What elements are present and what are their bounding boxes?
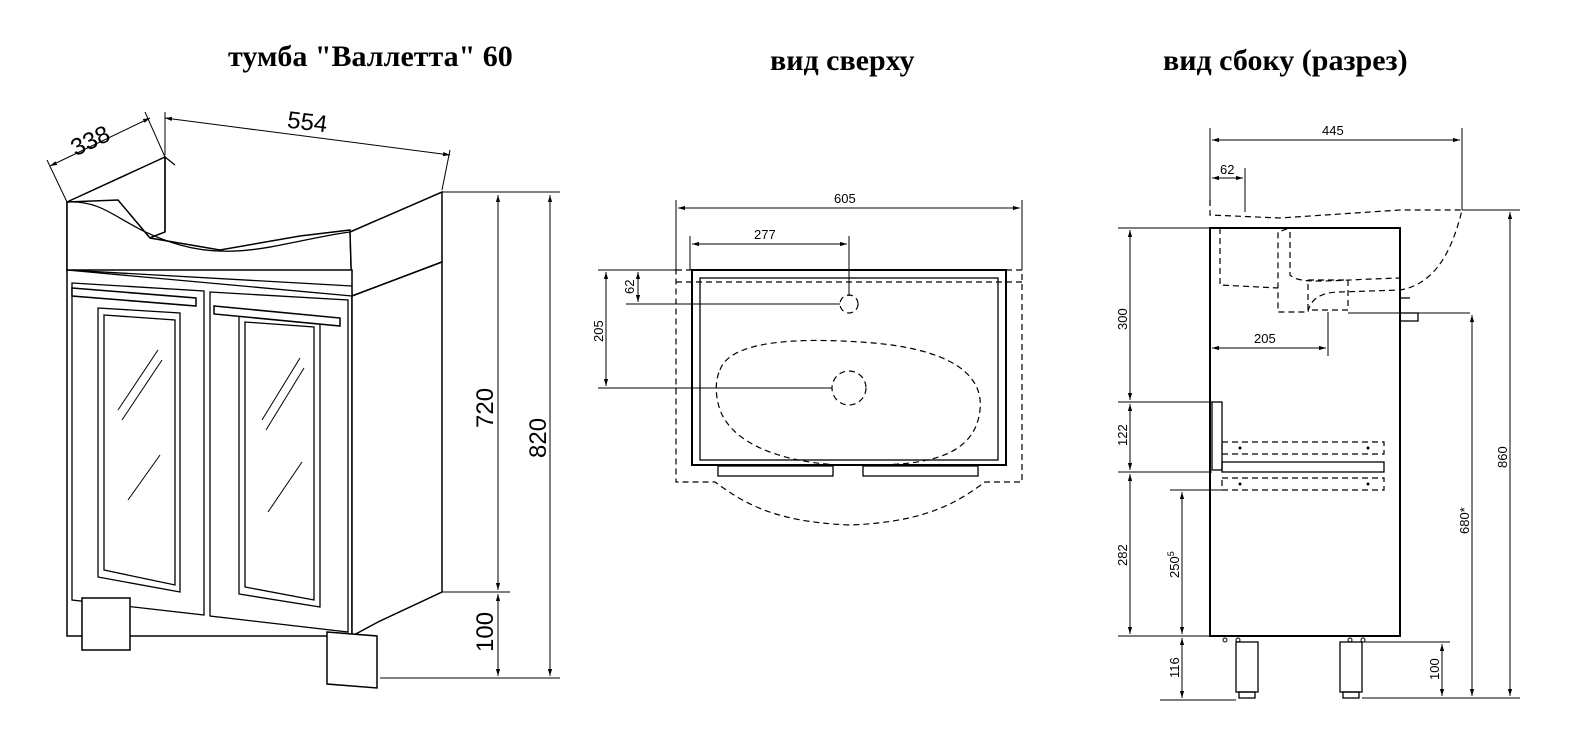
main-title: тумба "Валлетта" 60 xyxy=(228,40,513,73)
siphon xyxy=(1307,279,1349,311)
dim-leg-right: 100 xyxy=(1427,658,1442,680)
cabinet-side xyxy=(351,260,443,638)
tap-hole xyxy=(839,294,859,314)
dim-body-height: 720 xyxy=(472,388,499,428)
dim-depth: 338 xyxy=(67,121,115,162)
dim-upper: 300 xyxy=(1115,308,1130,330)
dim-top-width: 605 xyxy=(834,191,856,206)
wall-rail xyxy=(1211,401,1223,471)
top-view-title: вид сверху xyxy=(770,44,915,77)
door-left xyxy=(71,282,205,616)
dim-total-height: 820 xyxy=(525,418,552,458)
handle-right xyxy=(213,305,341,327)
door-right xyxy=(209,291,349,633)
door-right-glass xyxy=(244,321,315,601)
shelf-lower xyxy=(1221,477,1385,491)
svg-text:2505: 2505 xyxy=(1166,551,1182,578)
dim-back-offset: 62 xyxy=(622,280,637,294)
door-left-glass xyxy=(103,314,176,586)
dim-leg: 116 xyxy=(1167,657,1182,678)
side-view-title: вид сбоку (разрез) xyxy=(1163,44,1408,77)
dim-hole-offset: 277 xyxy=(754,227,776,242)
dim-lower: 282 xyxy=(1115,544,1130,566)
shelf-middle xyxy=(1221,461,1385,473)
dim-middle: 122 xyxy=(1115,424,1130,446)
dim-siphon-offset: 205 xyxy=(1254,331,1276,346)
side-handle xyxy=(1399,312,1419,322)
drain-hole xyxy=(831,370,867,406)
dim-width: 554 xyxy=(286,107,329,139)
dim-side-depth: 445 xyxy=(1322,123,1344,138)
side-leg-left xyxy=(1235,641,1259,693)
leg-left xyxy=(81,597,131,651)
top-view: 605 277 62 205 xyxy=(591,191,1023,526)
dim-drain-depth: 205 xyxy=(591,320,606,342)
top-handle-left xyxy=(717,465,834,477)
side-view: 445 62 205 300 122 282 2505 116 860 6 xyxy=(1115,123,1520,701)
side-cabinet-body xyxy=(1209,227,1401,637)
top-handle-right xyxy=(862,465,979,477)
sink-profile xyxy=(1209,200,1463,313)
dim-leg-height: 100 xyxy=(472,612,499,652)
shelf-upper xyxy=(1221,441,1385,455)
dim-shelf: 250 xyxy=(1167,556,1182,578)
side-leg-right xyxy=(1339,641,1363,693)
dim-rim: 62 xyxy=(1220,162,1234,177)
dim-total: 860 xyxy=(1495,446,1510,468)
handle-left xyxy=(71,287,197,307)
dim-mount: 680* xyxy=(1457,507,1472,534)
front-view: 338 554 720 820 100 xyxy=(46,107,560,689)
basin-outline xyxy=(715,339,981,466)
leg-front xyxy=(326,631,378,689)
sink-outline xyxy=(675,269,1023,526)
dim-shelf-sup: 5 xyxy=(1166,551,1176,556)
